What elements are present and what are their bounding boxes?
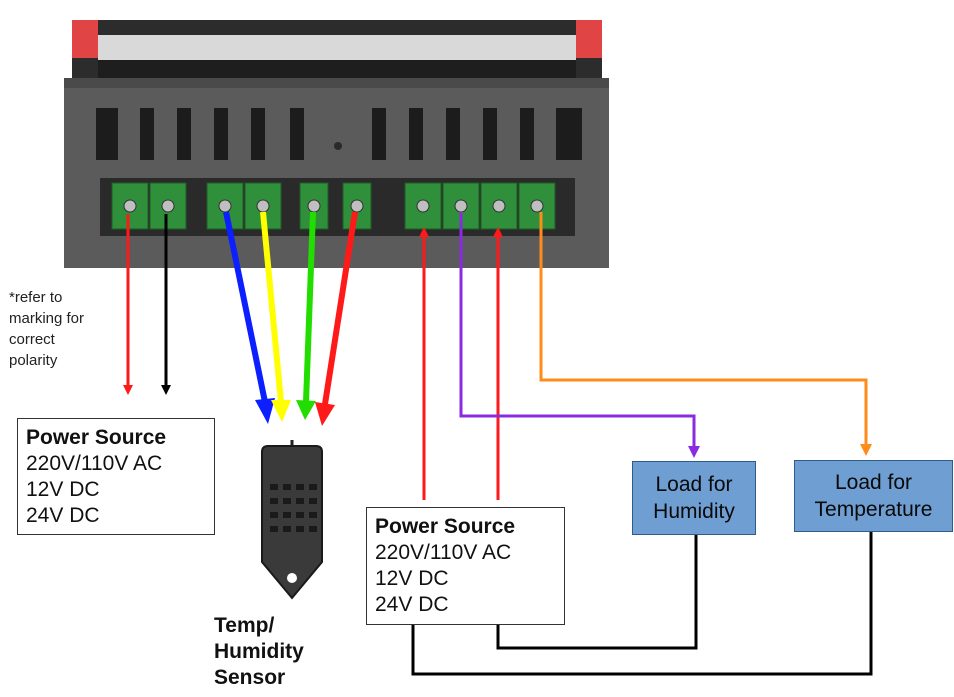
power-source-line: 24V DC xyxy=(26,504,100,527)
load-label: Humidity xyxy=(653,500,735,523)
load-label: Load for xyxy=(655,473,733,496)
sensor-label-line: Humidity xyxy=(214,640,304,663)
sensor-label: Temp/ Humidity Sensor xyxy=(214,613,304,691)
controller-unit xyxy=(64,20,609,268)
power-source-line: 12V DC xyxy=(26,478,100,501)
load-label: Load for xyxy=(834,471,913,494)
power-source-line: 220V/110V AC xyxy=(26,452,163,475)
power-source-right: Power Source 220V/110V AC 12V DC 24V DC xyxy=(366,507,565,625)
wire-purple xyxy=(459,212,700,458)
note-line: correct xyxy=(9,331,55,348)
vent-slots xyxy=(96,108,582,160)
polarity-note: *refer to marking for correct polarity xyxy=(9,287,84,371)
power-source-title: Power Source xyxy=(26,426,167,449)
wire-orange xyxy=(539,212,872,456)
power-source-left: Power Source 220V/110V AC 12V DC 24V DC xyxy=(17,418,215,535)
sensor-label-line: Temp/ xyxy=(214,614,275,637)
sensor-label-line: Sensor xyxy=(214,666,286,689)
wire-return-temperature xyxy=(411,532,873,676)
power-source-line: 24V DC xyxy=(375,593,449,616)
note-line: marking for xyxy=(9,310,85,327)
note-line: *refer to xyxy=(9,289,63,306)
note-line: polarity xyxy=(9,352,58,369)
power-source-line: 220V/110V AC xyxy=(375,541,512,564)
sensor-wires xyxy=(223,211,358,426)
load-temperature: Load for Temperature xyxy=(794,460,953,532)
load-humidity: Load for Humidity xyxy=(632,461,756,535)
load-label: Temperature xyxy=(814,498,933,521)
power-source-line: 12V DC xyxy=(375,567,449,590)
sensor-probe xyxy=(261,440,323,600)
power-source-title: Power Source xyxy=(375,515,516,538)
wire-return-humidity xyxy=(496,535,698,650)
